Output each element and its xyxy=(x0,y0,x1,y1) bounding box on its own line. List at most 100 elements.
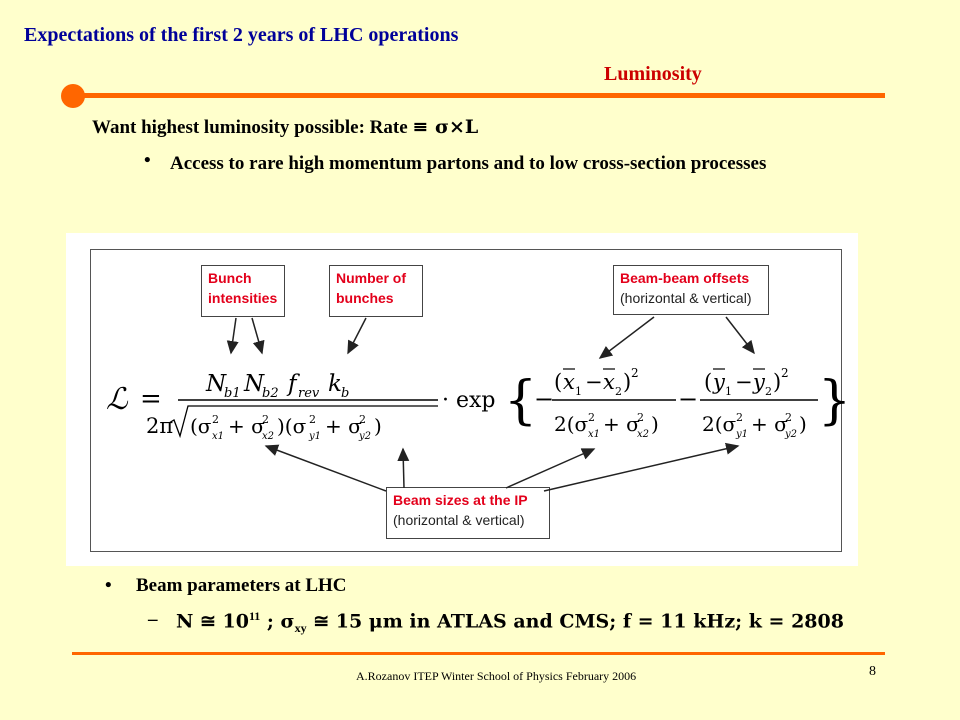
svg-text:1: 1 xyxy=(575,385,582,398)
luminosity-formula: ℒ = N b1 N b2 f rev k b 2π (σ 2 x1 + σ 2… xyxy=(106,316,851,492)
svg-text:x2: x2 xyxy=(637,429,649,440)
svg-text:}: } xyxy=(818,371,851,431)
svg-text:1: 1 xyxy=(725,385,732,398)
svg-text:rev: rev xyxy=(298,386,320,401)
arrow-offset-x xyxy=(598,316,655,359)
label-bunch-line2: intensities xyxy=(208,290,278,306)
slide-title: Expectations of the first 2 years of LHC… xyxy=(24,24,459,46)
luminosity-formula-figure: Bunch intensities Number of bunches Beam… xyxy=(66,233,858,566)
bottom-divider xyxy=(72,652,885,655)
svg-text:)(σ: )(σ xyxy=(277,414,307,438)
svg-text:x: x xyxy=(563,370,575,394)
svg-text:2: 2 xyxy=(785,411,792,424)
svg-text:ℒ: ℒ xyxy=(106,382,129,417)
svg-text:): ) xyxy=(623,370,631,394)
svg-text:{: { xyxy=(504,371,537,431)
label-bunch-line1: Bunch xyxy=(208,270,252,286)
lead-formula: ≡ σ×L xyxy=(412,116,479,138)
svg-text:2: 2 xyxy=(615,385,622,398)
svg-text:x1: x1 xyxy=(588,429,600,440)
svg-text:−: − xyxy=(678,385,698,413)
top-divider xyxy=(72,93,885,98)
svg-text:(: ( xyxy=(554,370,562,394)
svg-text:2: 2 xyxy=(637,411,644,424)
svg-text:y: y xyxy=(752,370,766,394)
svg-text:x: x xyxy=(603,370,615,394)
svg-text:N: N xyxy=(205,371,227,397)
svg-text:x2: x2 xyxy=(262,431,274,442)
svg-text:+ σ: + σ xyxy=(325,414,362,438)
svg-text:b2: b2 xyxy=(262,386,279,401)
svg-text:N: N xyxy=(243,371,265,397)
svg-text:2(σ: 2(σ xyxy=(702,412,737,436)
beam-params-heading: Beam parameters at LHC xyxy=(136,575,347,596)
label-number-of-bunches: Number of bunches xyxy=(329,265,423,317)
arrow-size-1 xyxy=(264,444,387,492)
label-beam-beam-offsets: Beam-beam offsets (horizontal & vertical… xyxy=(613,265,769,315)
arrow-kb xyxy=(347,317,367,355)
beam-params-rest: ≅ 15 μm in ATLAS and CMS; f = 11 kHz; k … xyxy=(306,610,844,633)
sub-bullet-dash: – xyxy=(148,609,158,630)
svg-text:): ) xyxy=(799,412,807,436)
svg-text:·: · xyxy=(442,388,449,413)
label-sizes-title: Beam sizes at the IP xyxy=(393,492,528,508)
svg-text:b: b xyxy=(341,386,349,401)
label-offsets-title: Beam-beam offsets xyxy=(620,270,750,286)
svg-text:2π: 2π xyxy=(146,414,173,438)
svg-text:y: y xyxy=(712,370,726,394)
beam-params-values: N ≅ 1011 ; σxy ≅ 15 μm in ATLAS and CMS;… xyxy=(176,609,844,636)
n-exponent: 11 xyxy=(248,609,261,623)
svg-text:(σ: (σ xyxy=(190,414,212,438)
svg-text:=: = xyxy=(140,384,162,414)
svg-text:): ) xyxy=(773,370,781,394)
svg-text:2: 2 xyxy=(765,385,772,398)
label-offsets-sub: (horizontal & vertical) xyxy=(620,290,752,306)
bullet-text: Access to rare high momentum partons and… xyxy=(170,153,767,174)
footer-credit: A.Rozanov ITEP Winter School of Physics … xyxy=(356,669,637,683)
svg-text:2: 2 xyxy=(212,413,219,426)
svg-text:exp: exp xyxy=(456,388,496,413)
svg-text:2: 2 xyxy=(359,413,366,426)
svg-text:(: ( xyxy=(704,370,712,394)
arrow-size-2 xyxy=(397,447,410,489)
svg-text:2: 2 xyxy=(262,413,269,426)
sigma-subscript: xy xyxy=(294,621,307,636)
svg-text:y2: y2 xyxy=(784,429,797,440)
sigma-label: ; σ xyxy=(260,610,295,633)
svg-text:y2: y2 xyxy=(358,431,371,442)
label-bunch-intensities: Bunch intensities xyxy=(201,265,285,317)
svg-text:−: − xyxy=(534,385,554,413)
arrow-offset-y xyxy=(725,316,755,355)
svg-text:+ σ: + σ xyxy=(603,412,640,436)
svg-text:2: 2 xyxy=(631,366,639,380)
svg-text:2(σ: 2(σ xyxy=(554,412,589,436)
bullet-marker: • xyxy=(144,150,151,171)
arrow-size-4 xyxy=(543,442,740,492)
label-number-line2: bunches xyxy=(336,290,394,306)
label-number-line1: Number of xyxy=(336,270,406,286)
label-beam-sizes: Beam sizes at the IP (horizontal & verti… xyxy=(386,487,550,539)
n-value: N ≅ 10 xyxy=(176,610,249,633)
svg-text:−: − xyxy=(735,370,753,394)
svg-text:y1: y1 xyxy=(735,429,748,440)
svg-text:b1: b1 xyxy=(224,386,241,401)
svg-text:x1: x1 xyxy=(212,431,224,442)
svg-text:): ) xyxy=(374,414,382,438)
page-number: 8 xyxy=(869,664,876,679)
arrow-nb2 xyxy=(251,317,265,355)
svg-text:2: 2 xyxy=(781,366,789,380)
svg-text:2: 2 xyxy=(309,413,316,426)
figure-frame xyxy=(90,249,842,552)
formula-glyphs: ℒ = N b1 N b2 f rev k b 2π (σ 2 x1 + σ 2… xyxy=(106,366,851,442)
label-arrows xyxy=(226,316,755,492)
bullet-marker-beam: • xyxy=(105,575,112,596)
lead-statement: Want highest luminosity possible: Rate ≡… xyxy=(92,116,478,139)
svg-text:f: f xyxy=(286,371,300,397)
svg-text:2: 2 xyxy=(588,411,595,424)
svg-text:k: k xyxy=(328,371,342,397)
label-sizes-sub: (horizontal & vertical) xyxy=(393,512,525,528)
svg-text:−: − xyxy=(585,370,603,394)
divider-dot xyxy=(61,84,85,108)
svg-text:): ) xyxy=(651,412,659,436)
svg-text:y1: y1 xyxy=(308,431,321,442)
